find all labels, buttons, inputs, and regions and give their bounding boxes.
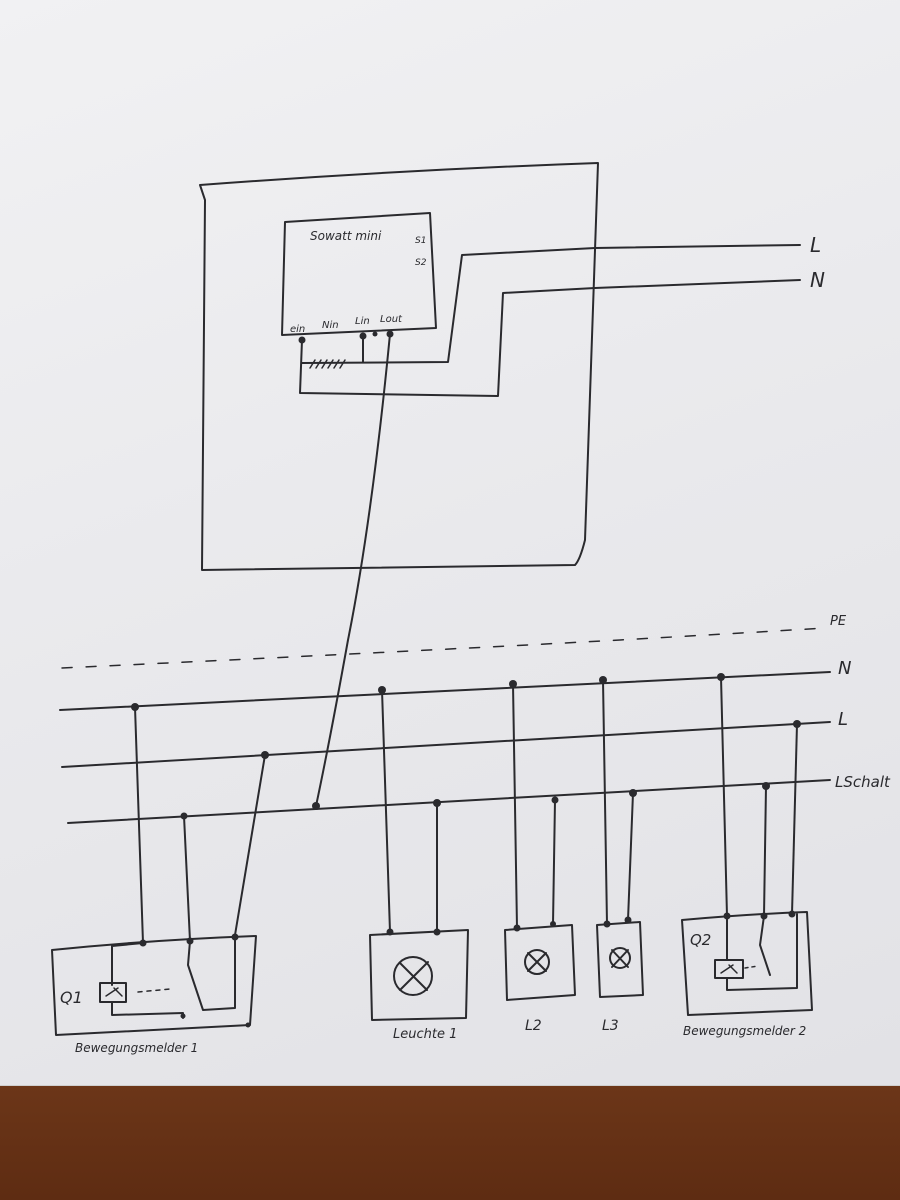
junction-lout-lschalt: [312, 802, 320, 810]
bm1-switch-contact: [187, 936, 236, 1011]
bm1-l-drop: [234, 754, 266, 936]
incoming-n-wire: [594, 279, 801, 289]
leuchte-l3: L3: [596, 916, 644, 1034]
bm1-return-dot: [180, 1013, 186, 1019]
terminal-lin-label: Lin: [355, 316, 370, 327]
leuchte1-label: Leuchte 1: [393, 1027, 457, 1042]
incoming-supply: L N: [594, 233, 825, 292]
leuchte1-n-drop: [381, 689, 391, 933]
paper-sheet: [0, 0, 900, 1086]
l2-housing: [504, 924, 576, 1001]
bm1-coil-return: [111, 1002, 184, 1019]
l-rail: [61, 721, 831, 768]
terminal-nin-label: Nin: [322, 320, 339, 331]
bm2-mechanical-link: [744, 965, 759, 969]
leuchte1-housing: [369, 929, 469, 1021]
busbar-rails: PE N L LSchalt: [59, 614, 891, 824]
neutral-feed-wire: [299, 287, 596, 397]
l-rail-label: L: [838, 709, 848, 730]
l2-lschalt-drop: [552, 799, 556, 925]
pe-rail-label: PE: [830, 614, 847, 629]
leuchte1-lamp-symbol: [393, 956, 433, 996]
bm2-housing: [681, 911, 813, 1016]
terminal-ein-label: ein: [290, 324, 305, 335]
bm1-housing: [51, 935, 257, 1036]
leuchte1-lamp-cross: [399, 961, 429, 991]
bewegungsmelder-2: Q2 Bewegungsmelder 2: [681, 910, 813, 1038]
l2-lamp-cross: [527, 952, 547, 972]
l3-n-drop: [602, 679, 608, 925]
bm1-corner-dot: [245, 1022, 251, 1028]
leuchte-l2: L2: [504, 921, 576, 1034]
bm2-l-drop: [791, 723, 798, 915]
l3-lamp-cross: [611, 949, 629, 968]
n-rail: [59, 671, 831, 711]
terminal-nin-point: [372, 331, 378, 337]
bm1-lschalt-drop: [183, 815, 191, 942]
bm2-relay-coil: [714, 959, 744, 979]
bm1-mechanical-link: [137, 988, 171, 993]
pe-rail: [61, 627, 826, 669]
sowatt-s1-label: S1: [415, 236, 426, 246]
bm1-coil-supply: [111, 942, 144, 986]
lout-to-lschalt-wire: [315, 333, 391, 807]
q1-label: Q1: [60, 988, 83, 1007]
bm1-relay-coil: [99, 982, 127, 1003]
incoming-l-label: L: [810, 233, 821, 257]
l2-lamp-symbol: [524, 949, 550, 975]
n-rail-label: N: [838, 658, 851, 679]
distribution-box-outline: [199, 162, 599, 571]
l2-n-drop: [512, 683, 518, 929]
bm2-lschalt-drop: [763, 785, 767, 917]
bm1-label: Bewegungsmelder 1: [75, 1041, 198, 1055]
leuchte1-terminal-n: [386, 928, 394, 936]
sowatt-device-label: Sowatt mini: [310, 229, 382, 243]
lschalt-rail: [67, 779, 831, 824]
bm1-n-drop: [134, 706, 144, 944]
bm2-coil-symbol: [720, 964, 738, 974]
line-feed-wire: [301, 247, 596, 364]
drop-wires: [134, 676, 798, 944]
l3-lamp-symbol: [609, 947, 631, 969]
junction-dots: [131, 673, 801, 820]
incoming-n-label: N: [810, 268, 825, 292]
l3-label: L3: [602, 1018, 619, 1034]
bm2-n-drop: [720, 676, 728, 917]
bm2-coil-return: [726, 913, 798, 991]
bm1-coil-symbol: [105, 987, 123, 997]
sowatt-s2-label: S2: [415, 258, 427, 268]
bewegungsmelder-1: Q1 Bewegungsmelder 1: [51, 933, 257, 1055]
incoming-l-wire: [594, 244, 801, 249]
bm2-terminal-l: [788, 910, 796, 918]
q2-label: Q2: [690, 931, 711, 949]
l3-terminal-l: [624, 916, 632, 924]
leuchte1-terminal-l: [433, 928, 441, 936]
bridge-hatch-marks: [309, 359, 346, 369]
sowatt-device-outline: [281, 212, 437, 336]
sowatt-mini-device: Sowatt mini S1 S2 ein Nin Lin Lout: [281, 212, 437, 344]
l2-terminal-n: [513, 924, 521, 932]
l3-lschalt-drop: [627, 792, 634, 921]
box-internal-wiring: [299, 247, 596, 807]
l3-housing: [596, 921, 644, 998]
lschalt-rail-label: LSchalt: [835, 773, 891, 791]
bm2-label: Bewegungsmelder 2: [683, 1024, 806, 1038]
l2-label: L2: [525, 1018, 542, 1034]
l3-terminal-n: [603, 920, 611, 928]
l2-terminal-l: [550, 921, 556, 927]
terminal-lout-label: Lout: [380, 314, 403, 325]
bm2-switch-contact: [759, 915, 771, 976]
leuchte-1: Leuchte 1: [369, 928, 469, 1042]
distribution-box: [199, 162, 599, 571]
